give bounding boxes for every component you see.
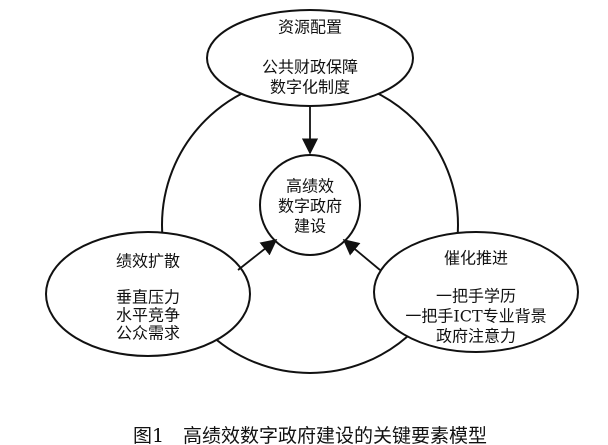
left-node-ellipse — [45, 231, 251, 357]
left-node-line-3: 公众需求 — [116, 324, 180, 343]
right-node-title: 催化推进 — [444, 249, 508, 268]
arrow-right-to-center — [342, 238, 381, 271]
right-node-line-3: 政府注意力 — [436, 327, 516, 346]
center-node-line-1: 高绩效 — [286, 177, 334, 196]
top-node: 资源配置 公共财政保障 数字化制度 — [206, 9, 414, 107]
center-node: 高绩效 数字政府 建设 — [259, 154, 361, 256]
right-node-ellipse — [373, 231, 579, 353]
figure-caption: 图1 高绩效数字政府建设的关键要素模型 — [133, 425, 487, 445]
center-node-line-3: 建设 — [294, 217, 326, 236]
top-node-line-1: 公共财政保障 — [262, 58, 358, 77]
left-node: 绩效扩散 垂直压力 水平竞争 公众需求 — [45, 231, 251, 357]
center-node-ellipse — [259, 154, 361, 256]
top-node-title: 资源配置 — [278, 18, 342, 37]
right-node-line-2: 一把手ICT专业背景 — [405, 307, 546, 326]
center-node-line-2: 数字政府 — [278, 197, 342, 216]
left-node-line-2: 水平竞争 — [116, 306, 180, 325]
right-node-line-1: 一把手学历 — [436, 287, 516, 306]
top-node-line-2: 数字化制度 — [270, 78, 350, 97]
arrow-left-to-center — [237, 238, 278, 271]
left-node-title: 绩效扩散 — [116, 252, 180, 271]
right-node: 催化推进 一把手学历 一把手ICT专业背景 政府注意力 — [373, 231, 579, 353]
top-node-ellipse — [206, 9, 414, 107]
left-node-line-1: 垂直压力 — [116, 288, 180, 307]
